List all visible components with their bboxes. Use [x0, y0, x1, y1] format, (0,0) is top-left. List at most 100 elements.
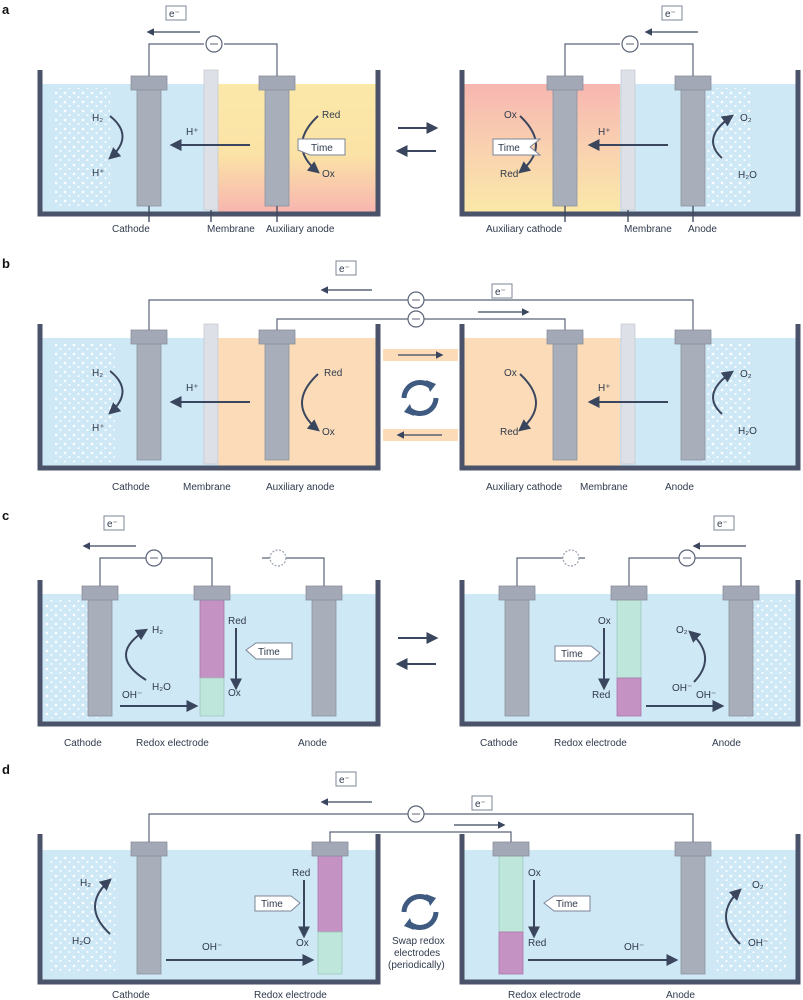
h2o-label: H₂O [152, 682, 171, 693]
electron-label: e⁻ [169, 9, 180, 20]
o2-label: O₂ [676, 625, 688, 636]
electron-label: e⁻ [665, 9, 676, 20]
oh-label: OH⁻ [748, 938, 768, 949]
auxiliary-catholyte [462, 84, 620, 214]
h2o-label: H₂O [738, 170, 757, 181]
redox-electrode-oxidized [317, 931, 343, 975]
electron-label: e⁻ [475, 799, 486, 810]
ion-label: H⁺ [186, 127, 199, 138]
electron-label: e⁻ [717, 519, 728, 530]
o2-label: O₂ [752, 880, 764, 891]
ox-label: Ox [504, 110, 517, 121]
ion-label: OH⁻ [696, 690, 716, 701]
time-label: Time [556, 899, 578, 910]
swap-icon [401, 894, 439, 930]
label-redox-electrode: Redox electrode [136, 738, 209, 749]
o2-label: O₂ [740, 369, 752, 380]
ion-label: H⁺ [598, 127, 611, 138]
circulation-icon [401, 380, 439, 416]
ox-label: Ox [528, 868, 541, 879]
tank-left-d [37, 834, 381, 985]
label-membrane: Membrane [580, 482, 628, 493]
ion-label: OH⁻ [624, 942, 644, 953]
h2-label: H₂ [80, 878, 91, 889]
redox-electrode-reduced [317, 855, 343, 933]
panel-label-c: c [2, 508, 9, 523]
oh-label: OH⁻ [672, 683, 692, 694]
anode-electrode [680, 89, 706, 207]
redox-electrode-reduced [616, 677, 642, 717]
panel-label-a: a [2, 2, 10, 17]
anode-electrode [680, 343, 706, 461]
swap-text-line1: Swap redox [392, 936, 445, 947]
redox-electrode-reduced [199, 599, 225, 679]
redox-electrode-oxidized [616, 599, 642, 679]
cathode-electrode [136, 89, 162, 207]
membrane [620, 323, 636, 465]
cathode-electrode [504, 599, 530, 717]
panel-c: c e⁻ H₂ H₂O OH⁻ Red Ox Time [2, 508, 801, 749]
time-label: Time [498, 143, 520, 154]
electron-label: e⁻ [339, 775, 350, 786]
label-anode: Anode [688, 224, 717, 235]
power-source-off [562, 549, 580, 567]
h2o-label: H₂O [738, 426, 757, 437]
redox-electrode-reduced [498, 931, 524, 975]
label-membrane: Membrane [207, 224, 255, 235]
h-plus-label: H⁺ [92, 423, 105, 434]
anode-electrode [728, 599, 754, 717]
auxiliary-cathode-electrode [552, 343, 578, 461]
swap-text-line3: (periodically) [388, 960, 445, 971]
panel-d: d e⁻ e⁻ H₂ H₂O OH⁻ Red Ox [2, 762, 801, 1000]
ox-label: Ox [322, 427, 335, 438]
label-membrane: Membrane [624, 224, 672, 235]
label-anode: Anode [666, 990, 695, 1000]
red-label: Red [322, 110, 340, 121]
o2-label: O₂ [740, 113, 752, 124]
tank-left-c [37, 580, 381, 727]
red-label: Red [500, 169, 518, 180]
ion-label: OH⁻ [202, 942, 222, 953]
anode-electrode [680, 855, 706, 975]
label-auxiliary-anode: Auxiliary anode [266, 482, 335, 493]
label-cathode: Cathode [112, 482, 150, 493]
red-label: Red [592, 690, 610, 701]
label-auxiliary-anode: Auxiliary anode [266, 224, 335, 235]
tank-right-b [459, 324, 801, 471]
red-label: Red [324, 368, 342, 379]
ion-label: OH⁻ [122, 690, 142, 701]
tank-right-c [459, 580, 801, 727]
h2-label: H₂ [152, 625, 163, 636]
tank-right-a [459, 70, 801, 217]
ion-label: H⁺ [186, 383, 199, 394]
h2o-label: H₂O [72, 936, 91, 947]
redox-electrode-oxidized [498, 855, 524, 933]
cathode-electrode [87, 599, 113, 717]
label-anode: Anode [712, 738, 741, 749]
label-redox-electrode: Redox electrode [508, 990, 581, 1000]
label-cathode: Cathode [480, 738, 518, 749]
time-label: Time [261, 899, 283, 910]
label-redox-electrode: Redox electrode [254, 990, 327, 1000]
time-label: Time [561, 649, 583, 660]
ion-label: H⁺ [598, 383, 611, 394]
electron-label: e⁻ [339, 264, 350, 275]
ox-label: Ox [322, 169, 335, 180]
label-auxiliary-cathode: Auxiliary cathode [486, 224, 563, 235]
label-cathode: Cathode [112, 224, 150, 235]
cathode-electrode [136, 343, 162, 461]
panel-a: a e⁻ H₂ H⁺ H⁺ Red Ox Time Cathode Membra… [2, 2, 801, 235]
red-label: Red [528, 938, 546, 949]
auxiliary-anode-electrode [264, 89, 290, 207]
red-label: Red [500, 427, 518, 438]
red-label: Red [228, 616, 246, 627]
label-cathode: Cathode [112, 990, 150, 1000]
tank-left-a [37, 70, 381, 217]
label-auxiliary-cathode: Auxiliary cathode [486, 482, 563, 493]
power-source-off [269, 549, 287, 567]
time-label: Time [311, 143, 333, 154]
label-anode: Anode [298, 738, 327, 749]
electron-label: e⁻ [107, 519, 118, 530]
ox-label: Ox [504, 368, 517, 379]
